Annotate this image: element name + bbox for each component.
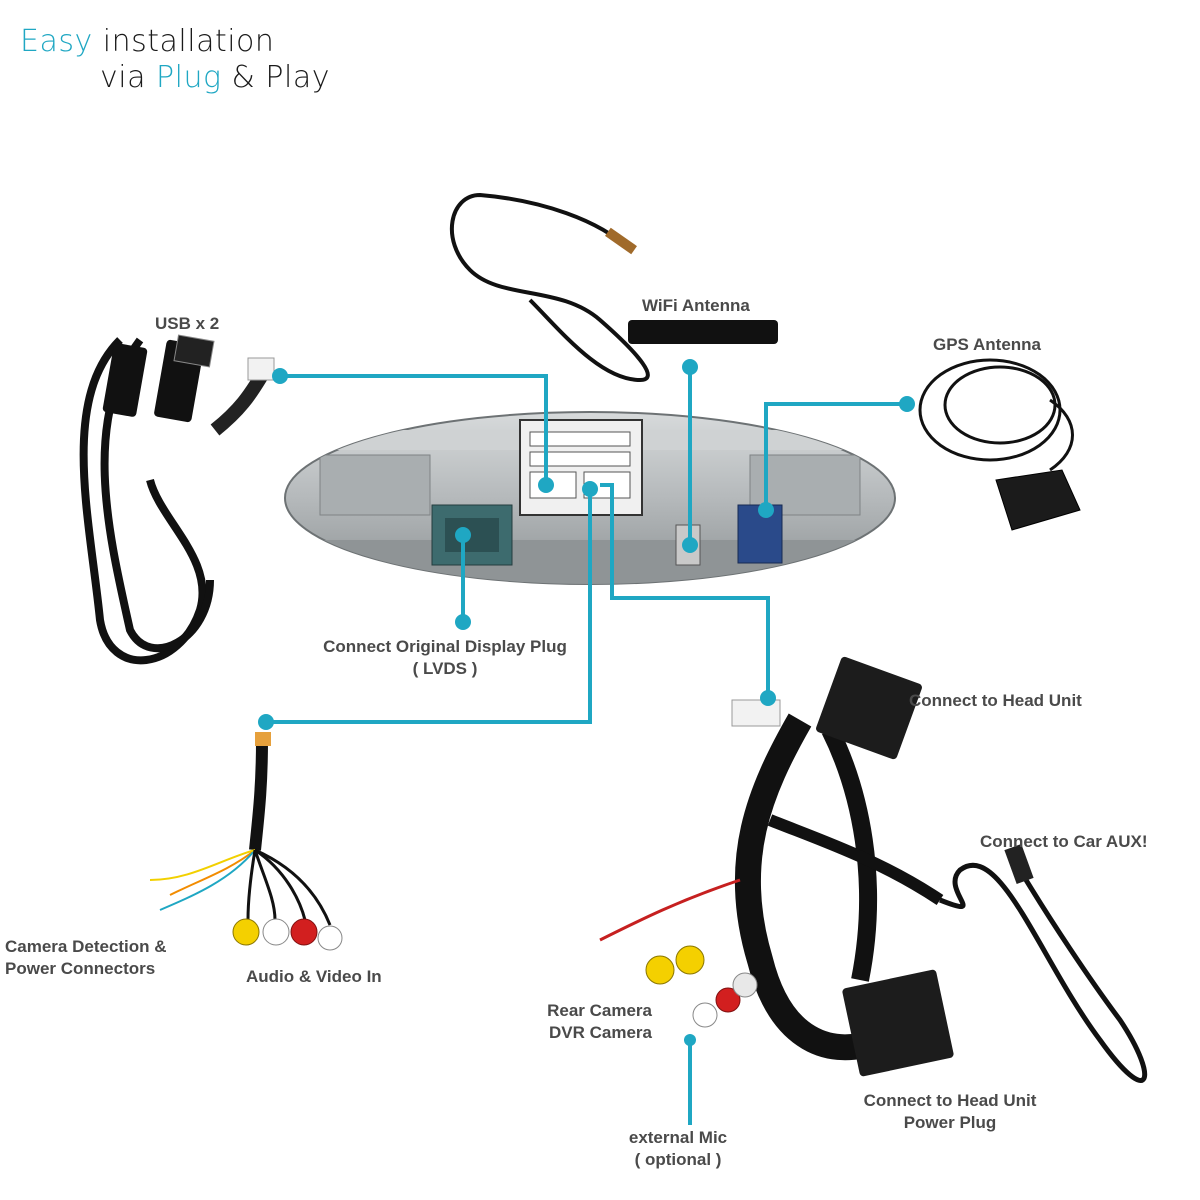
usb-dot	[272, 368, 288, 384]
label-rear-camera: Rear Camera DVR Camera	[500, 1000, 652, 1044]
av-connector-line	[266, 489, 592, 724]
usb-end-dot	[538, 477, 554, 493]
header-line-1: Easy installation	[20, 24, 274, 59]
label-camera-detection-line1: Camera Detection &	[5, 937, 167, 956]
gps-antenna-icon	[918, 358, 1081, 531]
usb-connector-line	[280, 374, 548, 485]
headunit-dot	[760, 690, 776, 706]
label-external-mic: external Mic ( optional )	[598, 1127, 758, 1171]
label-display-plug-line2: ( LVDS )	[412, 659, 478, 678]
av-end-dot	[582, 481, 598, 497]
av-dot	[258, 714, 274, 730]
gps-dot	[899, 396, 915, 412]
header-accent-plug: Plug	[156, 60, 222, 95]
label-rear-camera-line2: DVR Camera	[549, 1023, 652, 1042]
label-wifi-antenna: WiFi Antenna	[642, 296, 750, 315]
label-rear-camera-line1: Rear Camera	[547, 1001, 652, 1020]
mic-dot	[684, 1034, 696, 1046]
label-camera-detection-line2: Power Connectors	[5, 959, 156, 978]
label-external-mic-line1: external Mic	[628, 1128, 728, 1147]
head-unit-panel-icon	[284, 411, 896, 585]
label-power-plug-line2: Power Plug	[903, 1113, 997, 1132]
label-usb: USB x 2	[155, 314, 220, 333]
label-display-plug: Connect Original Display Plug ( LVDS )	[300, 636, 590, 680]
header-accent-easy: Easy	[20, 24, 93, 59]
usb-cable-icon	[79, 334, 275, 665]
label-power-plug: Connect to Head Unit Power Plug	[840, 1090, 1060, 1134]
label-car-aux: Connect to Car AUX!	[980, 832, 1148, 851]
rca-cable-icon	[149, 732, 343, 951]
headunit-connector-line	[600, 483, 770, 698]
label-external-mic-line2: ( optional )	[634, 1150, 722, 1169]
label-display-plug-line1: Connect Original Display Plug	[323, 637, 567, 656]
label-camera-detection: Camera Detection & Power Connectors	[5, 936, 167, 980]
label-audio-video-in: Audio & Video In	[246, 967, 382, 986]
label-power-plug-line1: Connect to Head Unit	[863, 1091, 1037, 1110]
connector-lines	[266, 367, 907, 1125]
label-gps-antenna: GPS Antenna	[933, 335, 1041, 354]
lvds-end-dot	[455, 614, 471, 630]
header-line-2: via Plug & Play	[100, 60, 330, 95]
header-play: & Play	[221, 60, 330, 95]
wifi-end-dot	[682, 537, 698, 553]
wifi-antenna-icon	[450, 192, 778, 383]
harness-icon	[599, 656, 1148, 1083]
label-head-unit: Connect to Head Unit	[909, 691, 1082, 710]
gps-end-dot	[758, 502, 774, 518]
wifi-dot	[682, 359, 698, 375]
gps-connector-line	[764, 402, 907, 510]
header-via: via	[100, 60, 157, 95]
rca-cable-icon	[599, 878, 758, 1028]
lvds-dot	[455, 527, 471, 543]
header-installation: installation	[92, 24, 275, 59]
